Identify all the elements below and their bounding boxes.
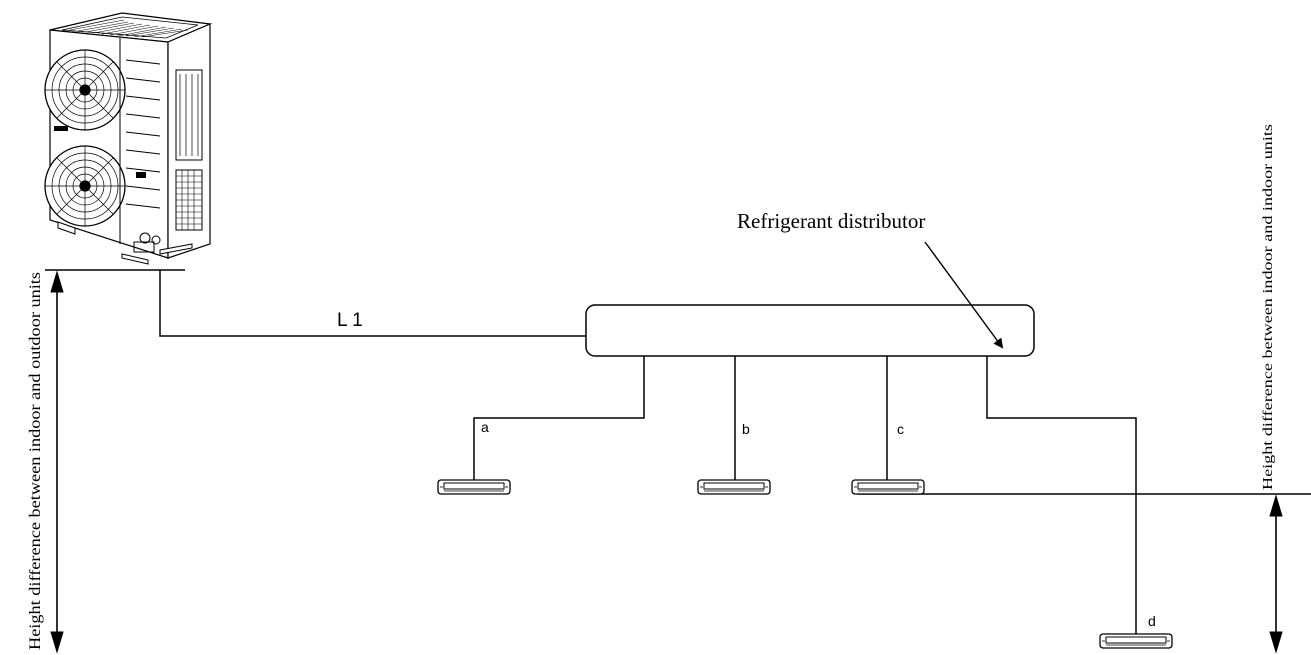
indoor-height-label: Height difference between indoor and ind… <box>1261 124 1276 490</box>
distributor-label: Refrigerant distributor <box>737 209 925 233</box>
refrigerant-distributor-box <box>585 304 1035 357</box>
outdoor-ac-unit-icon <box>44 12 213 265</box>
branch-a-label: a <box>481 419 489 435</box>
branch-b-label: b <box>742 421 750 437</box>
indoor-height-dimension-arrow <box>1269 494 1283 654</box>
outdoor-height-label: Height difference between indoor and out… <box>27 272 44 650</box>
pipe-l1-label: L 1 <box>337 310 363 331</box>
branch-c-label: c <box>897 421 904 437</box>
piping <box>45 269 1311 641</box>
distributor-pointer-arrow <box>924 241 1004 349</box>
indoor-ac-unit-icon <box>437 479 511 495</box>
indoor-ac-unit-icon <box>851 479 925 495</box>
branch-d-label: d <box>1148 613 1156 629</box>
outdoor-height-dimension-arrow <box>50 270 64 654</box>
main-pipe-l1 <box>159 270 586 337</box>
indoor-ac-unit-icon <box>697 479 771 495</box>
branch-pipe-d <box>986 356 1137 641</box>
branch-pipe-a <box>473 356 645 486</box>
indoor-ac-unit-icon <box>1099 633 1173 649</box>
